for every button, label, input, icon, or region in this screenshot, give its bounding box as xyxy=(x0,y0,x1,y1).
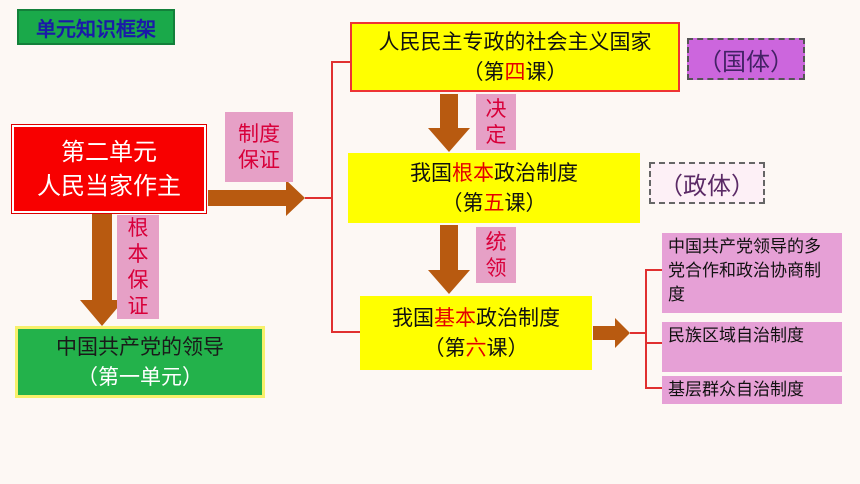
system-item-ethnic-autonomy: 民族区域自治制度 xyxy=(662,322,842,372)
lesson-number: 六 xyxy=(465,336,487,360)
label-char: 根 xyxy=(127,216,149,240)
basic-system-box: 我国基本政治制度 （第六课） xyxy=(360,296,592,370)
leadership-line1: 中国共产党的领导 xyxy=(56,335,224,359)
text-highlight: 根本 xyxy=(452,161,494,185)
system-item-multiparty: 中国共产党领导的多党合作和政治协商制度 xyxy=(662,233,842,313)
label-char: 领 xyxy=(485,256,507,280)
arrow-down-2 xyxy=(428,225,470,294)
unit-line2: 人民当家作主 xyxy=(37,172,181,200)
arrow-down-leadership xyxy=(80,214,124,326)
arrow-down-1 xyxy=(428,94,470,152)
leadership-box: 中国共产党的领导 （第一单元） xyxy=(15,326,265,398)
text-pre: 我国 xyxy=(410,161,452,185)
leadership-line2: （第一单元） xyxy=(77,365,203,389)
label-char: 证 xyxy=(127,294,149,318)
unit-line1: 第二单元 xyxy=(61,138,157,166)
lesson-prefix: （第 xyxy=(423,336,466,360)
unit-box: 第二单元 人民当家作主 xyxy=(12,125,206,213)
arrow-right-main xyxy=(208,180,305,216)
label-char: 保 xyxy=(127,268,149,292)
label-char: 定 xyxy=(485,123,507,147)
fundamental-system-text: 我国根本政治制度 xyxy=(348,158,640,188)
text-pre: 我国 xyxy=(392,306,434,330)
label-determines: 决 定 xyxy=(476,94,516,150)
lesson-number: 四 xyxy=(504,60,526,84)
label-char: 本 xyxy=(127,242,149,266)
lesson-4-label: （第四课） xyxy=(352,57,678,87)
fundamental-system-box: 我国根本政治制度 （第五课） xyxy=(348,153,640,223)
label-institutional-guarantee: 制度 保证 xyxy=(225,112,293,182)
text-post: 政治制度 xyxy=(494,161,578,185)
state-nature-box: 人民民主专政的社会主义国家 （第四课） xyxy=(350,22,680,92)
label-governs: 统 领 xyxy=(476,227,516,283)
state-system-tag: （国体） xyxy=(687,38,805,80)
lesson-suffix: 课） xyxy=(504,191,547,215)
state-nature-text: 人民民主专政的社会主义国家 xyxy=(378,30,652,54)
basic-system-text: 我国基本政治制度 xyxy=(360,303,592,333)
systems-bracket xyxy=(630,269,662,389)
government-system-tag: （政体） xyxy=(649,162,765,204)
label-char: 决 xyxy=(485,97,507,121)
page-title: 单元知识框架 xyxy=(17,9,175,45)
lesson-prefix: （第 xyxy=(441,191,484,215)
arrow-right-systems xyxy=(593,318,630,348)
system-item-grassroots: 基层群众自治制度 xyxy=(662,376,842,404)
lesson-suffix: 课） xyxy=(486,336,529,360)
lesson-prefix: （第 xyxy=(462,60,505,84)
lesson-suffix: 课） xyxy=(525,60,568,84)
label-line: 保证 xyxy=(238,148,280,172)
text-highlight: 基本 xyxy=(434,306,476,330)
label-char: 统 xyxy=(485,230,507,254)
lesson-5-label: （第五课） xyxy=(348,188,640,218)
label-line: 制度 xyxy=(238,122,280,146)
label-fundamental-guarantee: 根 本 保 证 xyxy=(117,215,159,319)
lesson-number: 五 xyxy=(483,191,505,215)
lesson-6-label: （第六课） xyxy=(360,333,592,363)
text-post: 政治制度 xyxy=(476,306,560,330)
